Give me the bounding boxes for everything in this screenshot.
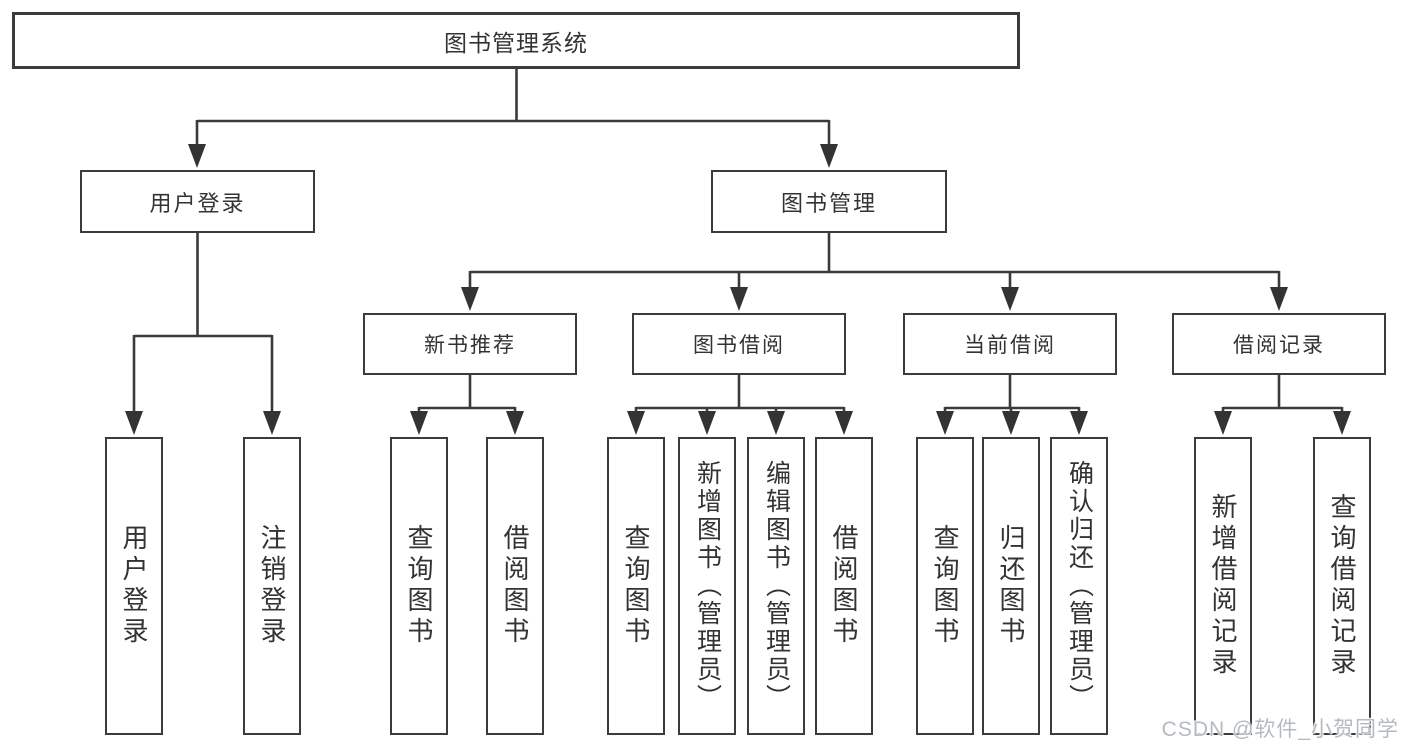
leaf-logout: 注销登录 bbox=[243, 437, 301, 735]
node-current-borrow-label: 当前借阅 bbox=[964, 334, 1056, 357]
leaf-bb-edit-book-admin-label: 编辑图书（管理员） bbox=[762, 460, 791, 712]
leaf-cb-confirm-return-admin-label: 确认归还（管理员） bbox=[1065, 460, 1094, 712]
leaf-cb-query-book: 查询图书 bbox=[916, 437, 974, 735]
leaf-br-query-record-label: 查询借阅记录 bbox=[1327, 493, 1357, 679]
node-user-login: 用户登录 bbox=[80, 170, 315, 233]
leaf-nb-query-book-label: 查询图书 bbox=[404, 524, 434, 648]
leaf-br-query-record: 查询借阅记录 bbox=[1313, 437, 1371, 735]
node-current-borrow: 当前借阅 bbox=[903, 313, 1117, 375]
node-new-book-recommend: 新书推荐 bbox=[363, 313, 577, 375]
leaf-user-login: 用户登录 bbox=[105, 437, 163, 735]
node-borrow-records: 借阅记录 bbox=[1172, 313, 1386, 375]
leaf-bb-add-book-admin-label: 新增图书（管理员） bbox=[693, 460, 722, 712]
leaf-logout-label: 注销登录 bbox=[257, 524, 287, 648]
leaf-cb-return-book: 归还图书 bbox=[982, 437, 1040, 735]
node-book-borrow: 图书借阅 bbox=[632, 313, 846, 375]
node-new-book-recommend-label: 新书推荐 bbox=[424, 334, 516, 357]
node-book-management-label: 图书管理 bbox=[780, 190, 877, 216]
leaf-bb-borrow-book-label: 借阅图书 bbox=[829, 524, 859, 648]
leaf-user-login-label: 用户登录 bbox=[119, 524, 149, 648]
node-user-login-label: 用户登录 bbox=[149, 190, 246, 216]
leaf-nb-borrow-book: 借阅图书 bbox=[486, 437, 544, 735]
leaf-bb-query-book: 查询图书 bbox=[607, 437, 665, 735]
node-borrow-records-label: 借阅记录 bbox=[1233, 334, 1325, 357]
leaf-bb-borrow-book: 借阅图书 bbox=[815, 437, 873, 735]
leaf-cb-query-book-label: 查询图书 bbox=[930, 524, 960, 648]
watermark: CSDN @软件_小贺同学 bbox=[1161, 718, 1399, 741]
leaf-cb-confirm-return-admin: 确认归还（管理员） bbox=[1050, 437, 1108, 735]
leaf-nb-query-book: 查询图书 bbox=[390, 437, 448, 735]
leaf-bb-add-book-admin: 新增图书（管理员） bbox=[678, 437, 736, 735]
leaf-bb-edit-book-admin: 编辑图书（管理员） bbox=[747, 437, 805, 735]
leaf-bb-query-book-label: 查询图书 bbox=[621, 524, 651, 648]
node-root-label: 图书管理系统 bbox=[444, 29, 588, 56]
node-book-management: 图书管理 bbox=[711, 170, 947, 233]
node-book-borrow-label: 图书借阅 bbox=[693, 334, 785, 357]
leaf-br-add-record-label: 新增借阅记录 bbox=[1208, 493, 1238, 679]
leaf-nb-borrow-book-label: 借阅图书 bbox=[500, 524, 530, 648]
node-root: 图书管理系统 bbox=[12, 12, 1020, 69]
leaf-cb-return-book-label: 归还图书 bbox=[996, 524, 1026, 648]
leaf-br-add-record: 新增借阅记录 bbox=[1194, 437, 1252, 735]
